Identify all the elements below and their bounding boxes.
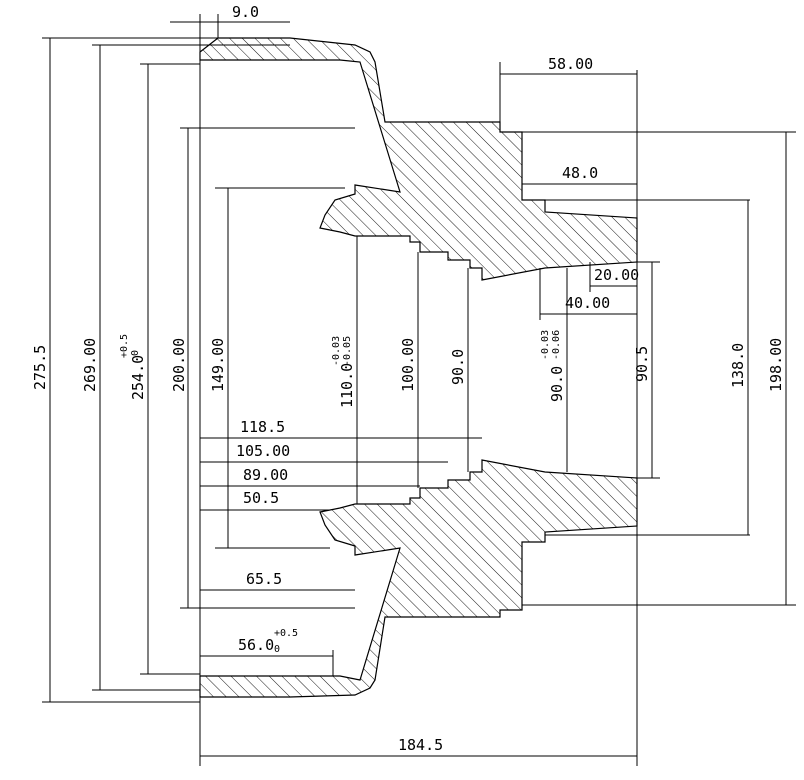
upper-section-profile (199, 37, 638, 281)
dim-90-tol-lower: -0.06 (551, 330, 562, 360)
dim-254: 254.0 (129, 355, 147, 400)
dim-90-5: 90.5 (633, 346, 651, 382)
dim-269: 269.00 (81, 338, 99, 392)
dim-254-tol-upper: +0.5 (119, 334, 130, 358)
dim-198: 198.00 (767, 338, 785, 392)
lower-section-profile (199, 459, 638, 698)
dim-200: 200.00 (170, 338, 188, 392)
dim-89: 89.00 (243, 466, 288, 484)
dim-90: 90.0 (449, 349, 467, 385)
dim-90-tol-upper: -0.03 (540, 330, 551, 360)
dim-58: 58.00 (548, 55, 593, 73)
dim-110-tol-lower: -0.05 (342, 336, 353, 366)
dim-50-5: 50.5 (243, 489, 279, 507)
dim-20: 20.00 (594, 266, 639, 284)
dim-56-tol-upper: +0.5 (274, 628, 298, 639)
dim-56: 56.0 (238, 636, 274, 654)
dim-184-5: 184.5 (398, 736, 443, 754)
dim-118-5: 118.5 (240, 418, 285, 436)
dim-90-tol: 90.0 (548, 366, 566, 402)
dim-275-5: 275.5 (31, 345, 49, 390)
dim-56-tol-lower: 0 (274, 644, 280, 655)
dim-110-tol-upper: -0.03 (331, 336, 342, 366)
dim-149: 149.00 (209, 338, 227, 392)
dim-100: 100.00 (399, 338, 417, 392)
dim-40: 40.00 (565, 294, 610, 312)
dim-138: 138.0 (729, 343, 747, 388)
dim-110: 110.0 (338, 363, 356, 408)
dim-48: 48.0 (562, 164, 598, 182)
dim-105: 105.00 (236, 442, 290, 460)
dim-9: 9.0 (232, 3, 259, 21)
dim-65-5: 65.5 (246, 570, 282, 588)
dim-254-tol-lower: 0 (130, 350, 141, 356)
